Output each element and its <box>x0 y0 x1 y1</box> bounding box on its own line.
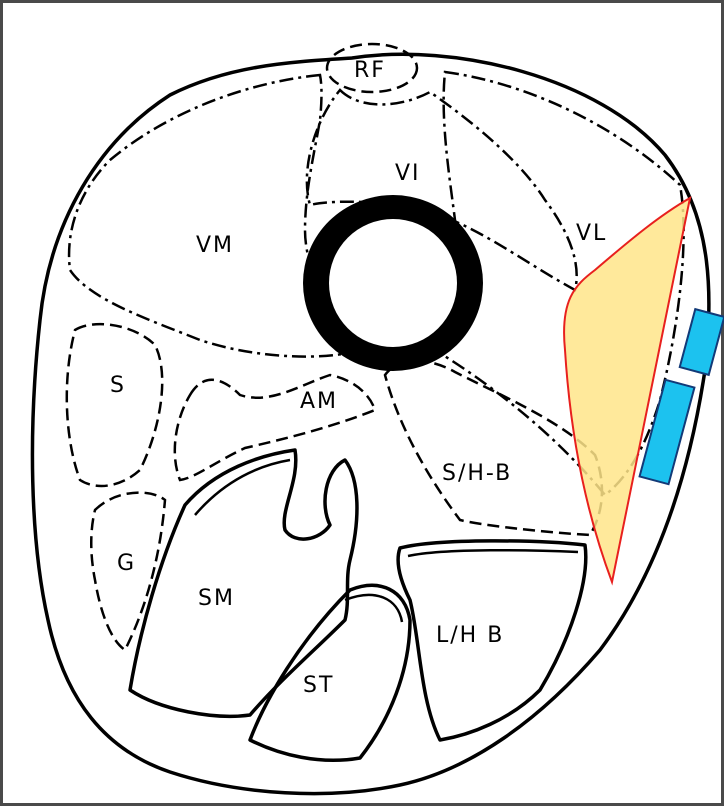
marker-upper <box>680 309 724 375</box>
label-rf: RF <box>354 58 386 83</box>
label-s: S <box>110 373 126 398</box>
label-sm: SM <box>198 586 235 611</box>
muscle-lhb-inner-outline <box>408 550 578 556</box>
label-am: AM <box>300 389 338 414</box>
label-shb: S/H-B <box>442 461 512 486</box>
muscle-s-outline <box>67 324 162 486</box>
label-vi: VI <box>395 161 421 186</box>
label-g: G <box>117 551 136 576</box>
label-vm: VM <box>196 233 234 258</box>
muscle-sm-inner-outline <box>195 460 290 515</box>
label-lhb: L/H B <box>436 623 504 648</box>
muscle-st-inner-outline <box>345 595 402 622</box>
label-st: ST <box>303 673 334 698</box>
femur-medullary-canal <box>329 219 457 347</box>
label-vl: VL <box>576 221 607 246</box>
